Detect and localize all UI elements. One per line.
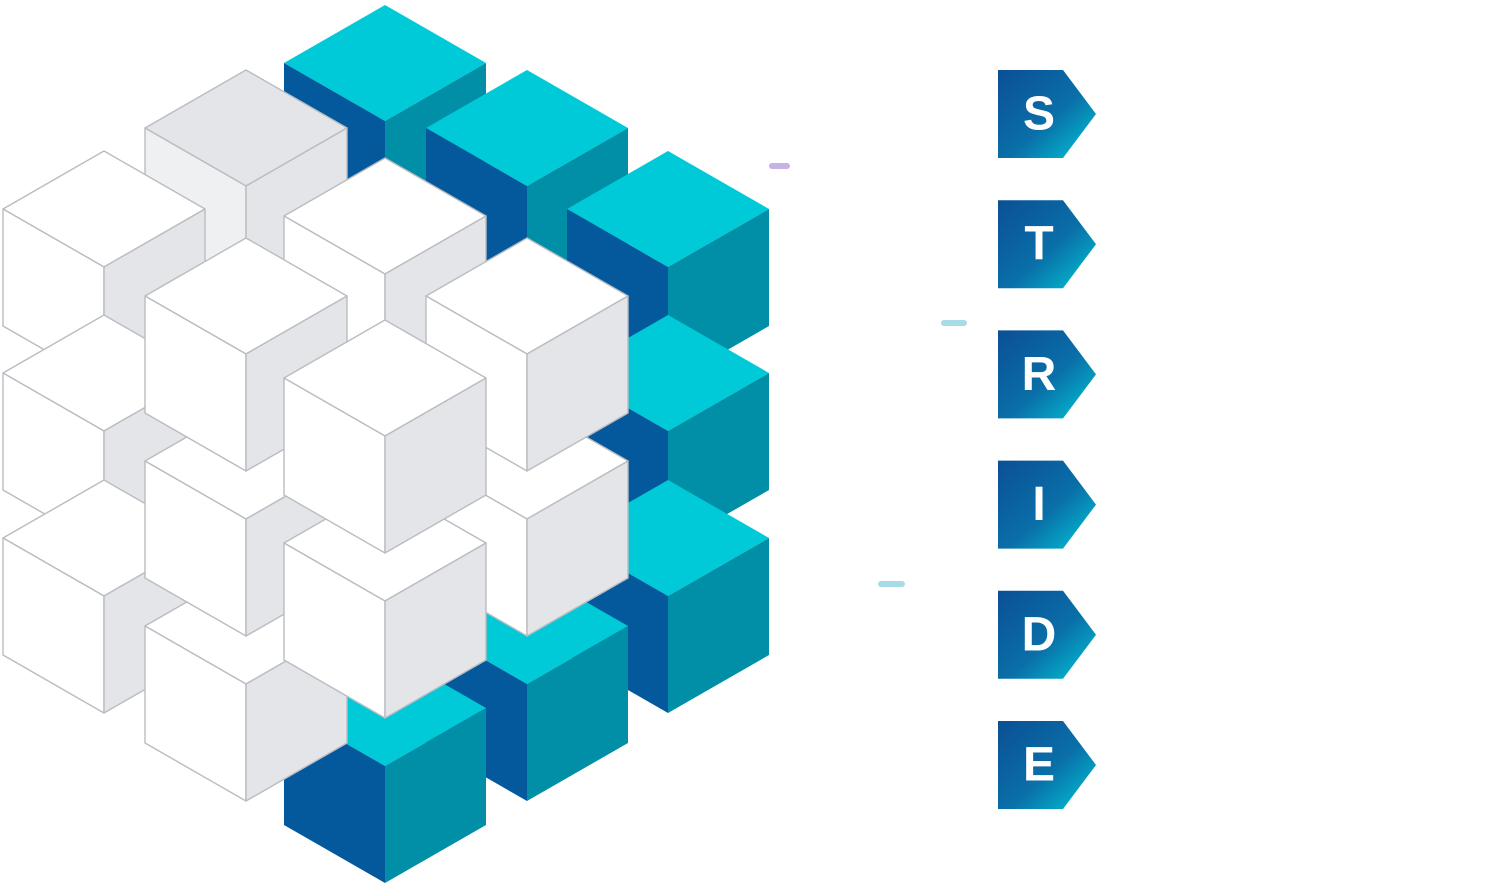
tag-letter: D <box>1022 608 1057 661</box>
cube-right-face <box>384 542 487 719</box>
tag-letter: T <box>1024 218 1053 271</box>
cube-right-face <box>526 460 629 637</box>
tag-arrow-shape <box>998 460 1096 549</box>
stride-tag-t: T <box>998 200 1096 289</box>
tag-arrow-shape <box>998 590 1096 679</box>
cube-right-face <box>527 626 628 801</box>
tag-arrow-shape <box>998 70 1096 158</box>
cube-right-face <box>526 295 629 472</box>
tag-arrow-shape <box>998 330 1096 419</box>
stride-tag-i: I <box>998 460 1096 549</box>
stride-tag-s: S <box>998 70 1096 158</box>
stride-tag-d: D <box>998 590 1096 679</box>
tag-letter: E <box>1023 739 1055 792</box>
tag-letter: S <box>1023 88 1055 141</box>
tag-letter: R <box>1022 348 1057 401</box>
tag-letter: I <box>1032 478 1045 531</box>
tag-arrow-shape <box>998 721 1096 809</box>
cube-right-face <box>668 538 769 713</box>
stride-tags: S T R I D E <box>998 70 1096 809</box>
stride-tag-e: E <box>998 721 1096 809</box>
tag-arrow-shape <box>998 200 1096 289</box>
cube-white-18 <box>283 319 487 554</box>
stride-tag-r: R <box>998 330 1096 419</box>
cube-right-face <box>385 708 486 883</box>
cube-cluster <box>2 5 769 883</box>
cube-right-face <box>384 377 487 554</box>
